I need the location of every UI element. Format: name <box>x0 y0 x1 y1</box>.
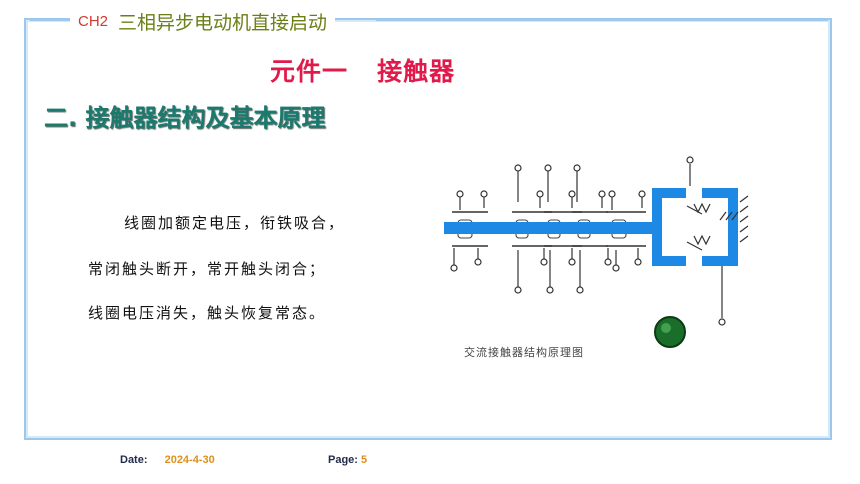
upper-leads <box>456 164 646 210</box>
contactor-schematic <box>444 156 749 348</box>
footer-page: Page: 5 <box>328 454 367 466</box>
page-label: Page: <box>328 454 358 466</box>
date-label: Date: <box>120 454 148 466</box>
header-rule-left <box>30 19 76 21</box>
contactor-shaft <box>444 222 654 234</box>
chapter-title: 三相异步电动机直接启动 <box>118 11 328 34</box>
indicator-lamp <box>654 316 686 348</box>
electromagnet <box>652 188 738 266</box>
header-rule-right <box>376 19 828 21</box>
slide-header: CH2 三相异步电动机直接启动 <box>70 8 336 34</box>
body-line-3: 线圈电压消失，触头恢复常态。 <box>88 304 327 322</box>
body-line-1: 线圈加额定电压，衔铁吸合， <box>124 214 346 232</box>
footer-date: Date: 2024-4-30 <box>120 454 215 466</box>
section-title: 二. 接触器结构及基本原理 <box>44 104 326 132</box>
lower-leads <box>450 248 642 294</box>
body-line-2: 常闭触头断开，常开触头闭合； <box>88 260 327 278</box>
date-value: 2024-4-30 <box>164 454 215 466</box>
part-title: 元件一 接触器 <box>270 57 456 86</box>
contactor-diagram: 交流接触器结构原理图 <box>432 150 762 370</box>
contact-bridges <box>452 211 646 247</box>
chapter-code: CH2 <box>78 12 109 30</box>
page-number: 5 <box>361 454 368 466</box>
diagram-caption: 交流接触器结构原理图 <box>464 346 584 359</box>
